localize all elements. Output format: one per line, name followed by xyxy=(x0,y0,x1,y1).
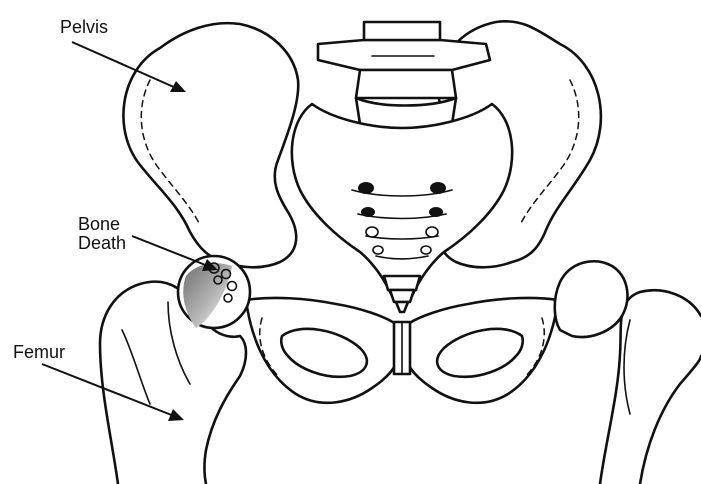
left-ilium xyxy=(123,23,298,267)
bone-death-label-line2: Death xyxy=(78,234,126,253)
bone-death-label-line1: Bone xyxy=(78,215,126,234)
pelvis-label: Pelvis xyxy=(60,18,108,37)
right-femoral-head xyxy=(555,261,628,337)
right-femur xyxy=(555,261,701,484)
bone-death-label: Bone Death xyxy=(78,215,126,253)
femur-label: Femur xyxy=(13,343,65,362)
pubic-ring xyxy=(246,298,558,403)
coccyx xyxy=(384,276,420,312)
left-femur xyxy=(100,256,250,484)
